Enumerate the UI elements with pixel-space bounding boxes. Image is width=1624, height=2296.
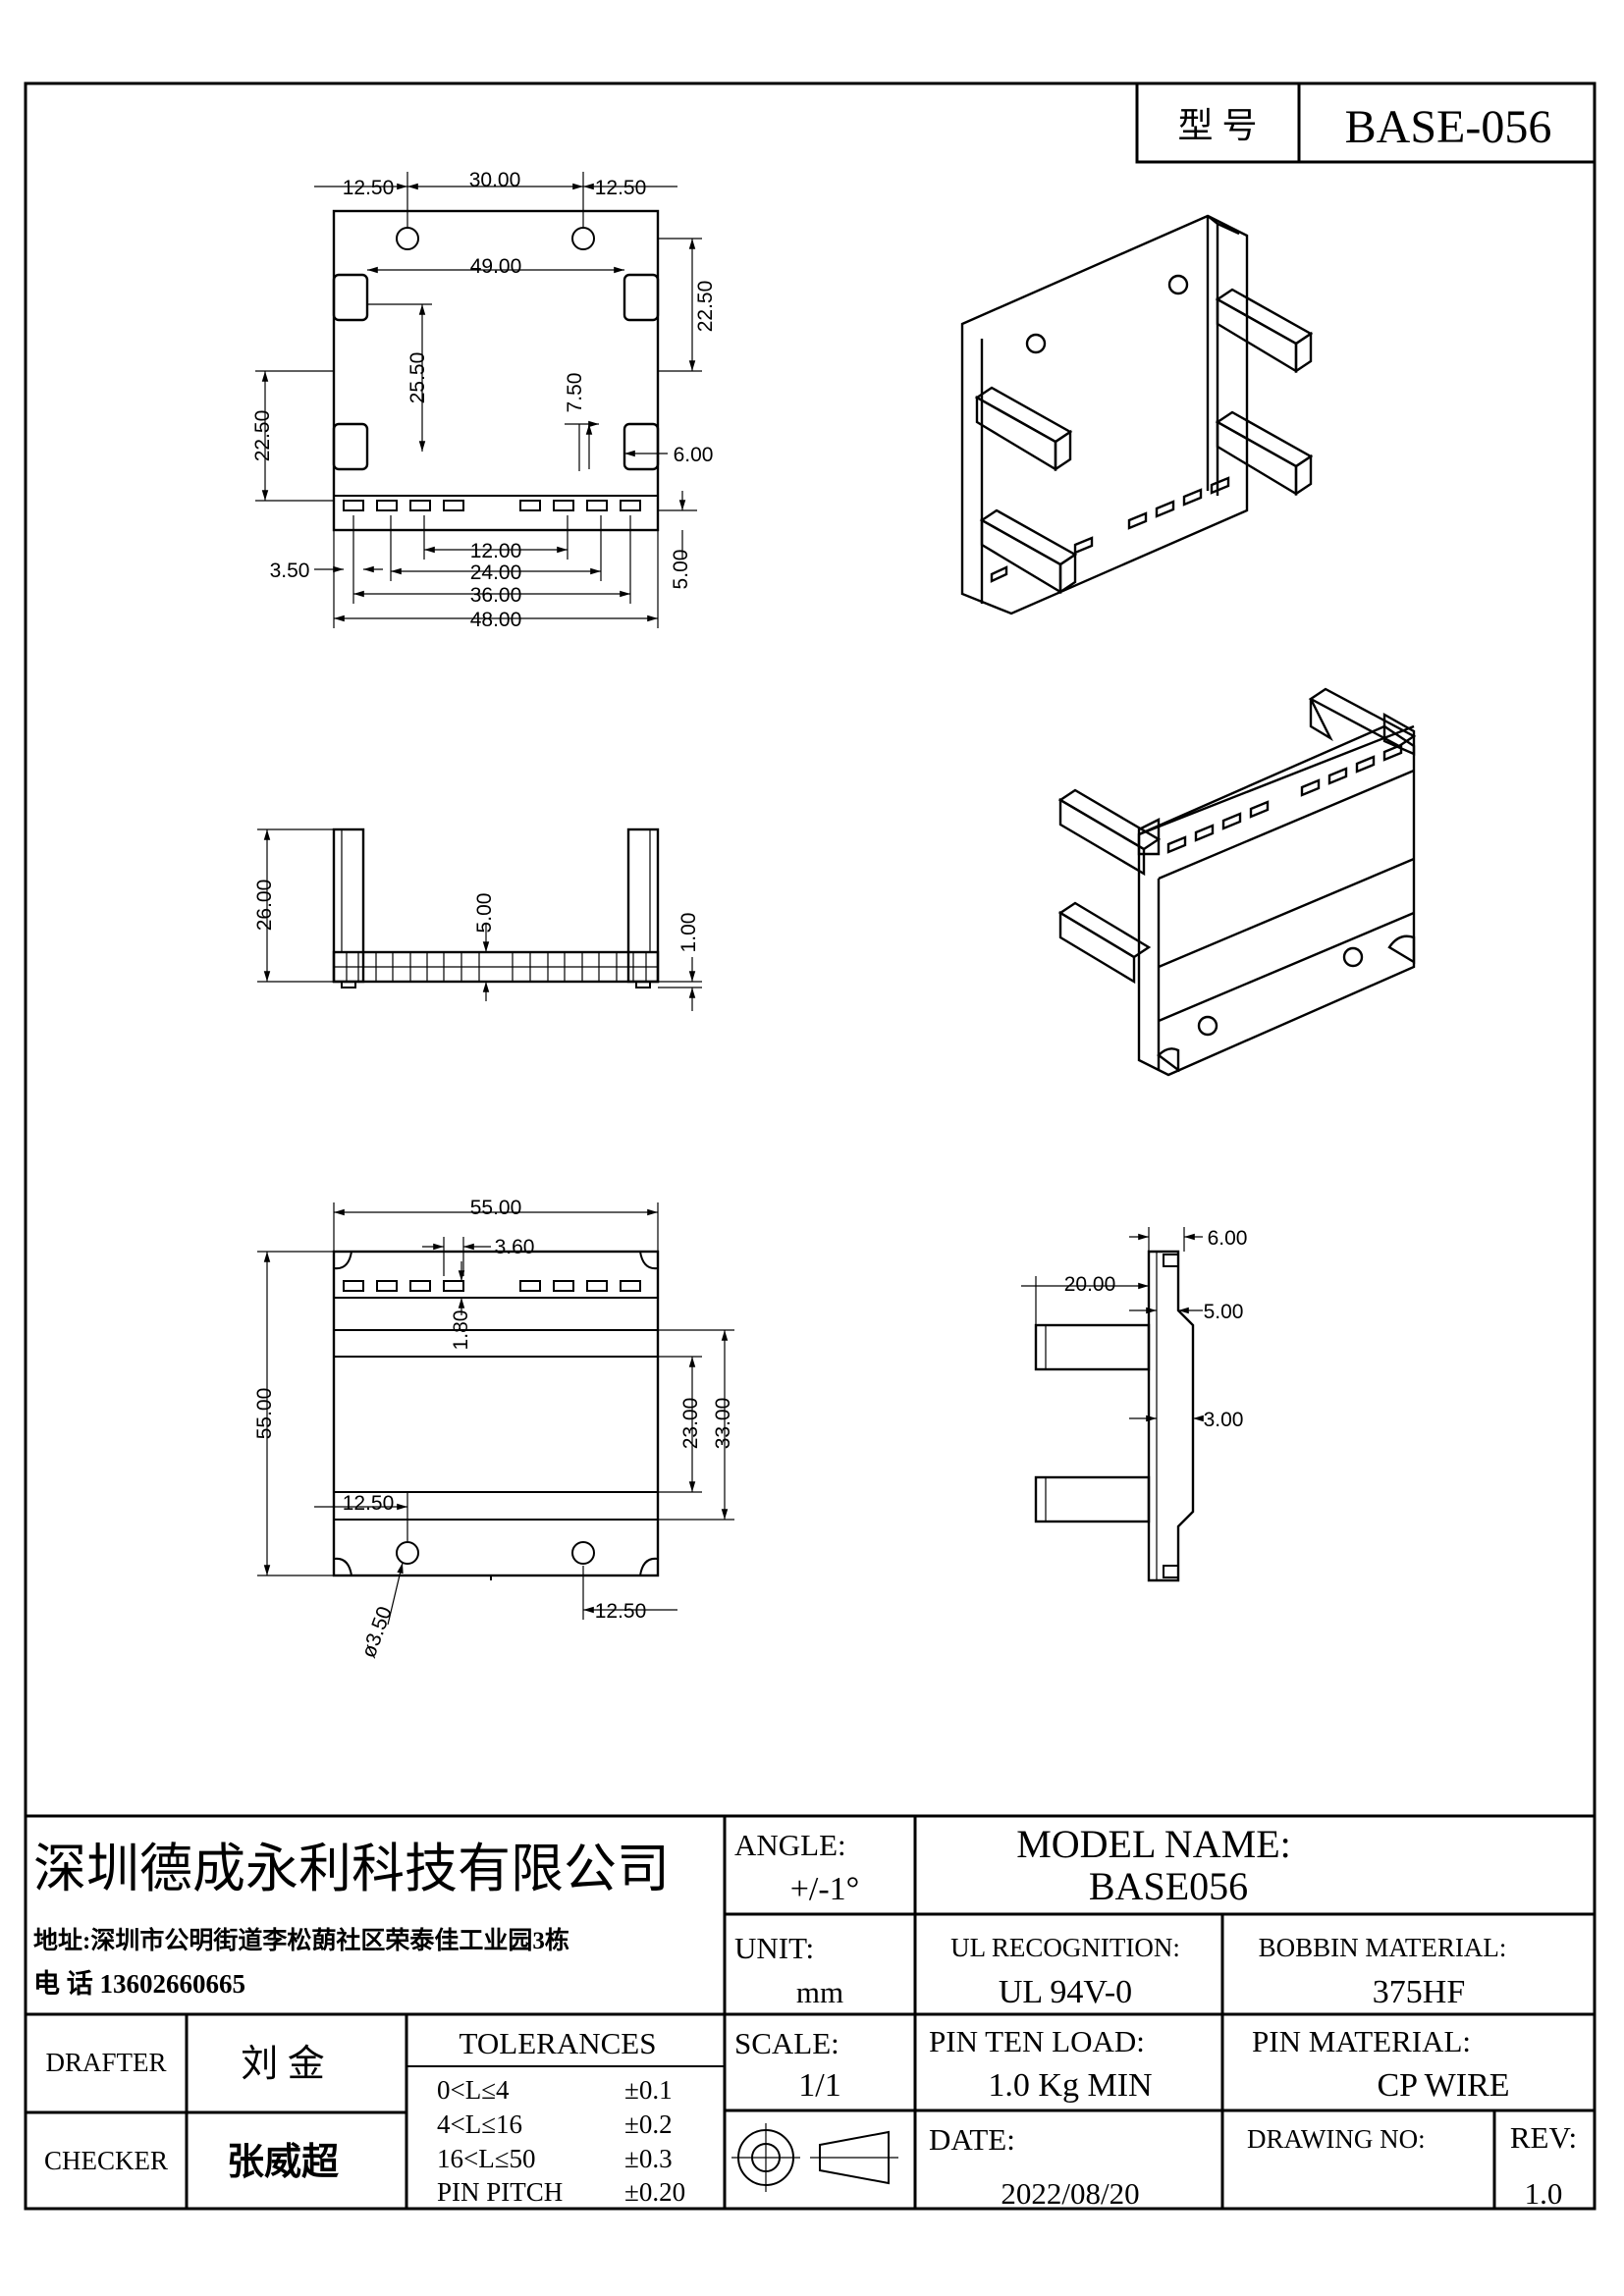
dim-bottom-4: 55.00 xyxy=(253,1388,276,1440)
dim-top-15: 5.00 xyxy=(670,550,692,590)
dim-bottom-3: 1.80 xyxy=(450,1310,472,1351)
company-address: 地址:深圳市公明街道李松蓢社区荣泰佳工业园3栋 xyxy=(33,1926,569,1954)
pin-load-value: 1.0 Kg MIN xyxy=(988,2067,1152,2104)
ul-value: UL 94V-0 xyxy=(999,1974,1132,2010)
dim-top-7: 22.50 xyxy=(251,410,274,462)
company-name: 深圳德成永利科技有限公司 xyxy=(33,1840,670,1898)
scale-label: SCALE: xyxy=(734,2026,839,2060)
dim-bottom-6: 33.00 xyxy=(712,1398,734,1450)
iso-view-1 xyxy=(960,214,1314,615)
dim-bottom-2: 3.60 xyxy=(495,1236,535,1258)
drawing-no-label: DRAWING NO: xyxy=(1247,2124,1426,2154)
rev-label: REV: xyxy=(1510,2120,1577,2155)
drafter-label: DRAFTER xyxy=(45,2048,166,2077)
date-label: DATE: xyxy=(929,2122,1015,2157)
dim-top-6: 25.50 xyxy=(406,352,429,404)
sheet-border xyxy=(24,81,1597,2211)
tolerances-label: TOLERANCES xyxy=(460,2026,657,2060)
tol-value-1: ±0.1 xyxy=(624,2075,673,2105)
dim-top-13: 48.00 xyxy=(470,609,522,631)
dim-top-3: 12.50 xyxy=(595,177,647,199)
projection-symbol xyxy=(731,2123,898,2192)
dim-bottom-9: 12.50 xyxy=(595,1600,647,1623)
top-view: 12.50 30.00 12.50 49.00 22.50 25.50 22.5… xyxy=(251,169,717,631)
dim-side-4: 3.00 xyxy=(1204,1409,1244,1431)
date-value: 2022/08/20 xyxy=(1001,2176,1139,2211)
dim-top-1: 12.50 xyxy=(343,177,395,199)
dim-bottom-8: ø3.50 xyxy=(357,1604,397,1661)
dim-top-9: 6.00 xyxy=(674,444,714,466)
dim-top-8: 7.50 xyxy=(564,373,586,413)
dim-top-14: 3.50 xyxy=(270,560,310,582)
dim-side-3: 5.00 xyxy=(1204,1301,1244,1323)
model-value: BASE-056 xyxy=(1345,101,1552,153)
iso-view-2 xyxy=(1057,687,1417,1077)
angle-label: ANGLE: xyxy=(734,1828,846,1862)
dim-bottom-5: 23.00 xyxy=(679,1398,702,1450)
tol-range-4: PIN PITCH xyxy=(437,2177,563,2207)
unit-label: UNIT: xyxy=(734,1931,814,1965)
dim-top-5: 22.50 xyxy=(694,281,717,333)
tol-value-3: ±0.3 xyxy=(624,2144,673,2173)
dim-side-1: 6.00 xyxy=(1208,1227,1248,1250)
bottom-view: 55.00 3.60 1.80 55.00 23.00 33.00 12.50 … xyxy=(253,1197,734,1661)
tol-range-2: 4<L≤16 xyxy=(437,2109,522,2139)
ul-label: UL RECOGNITION: xyxy=(950,1933,1180,1962)
checker-value: 张威超 xyxy=(227,2142,340,2183)
dim-front-3: 1.00 xyxy=(677,913,700,953)
dim-top-10: 12.00 xyxy=(470,540,522,562)
front-view: 26.00 5.00 1.00 xyxy=(253,828,702,1011)
model-name-label: MODEL NAME: xyxy=(1016,1822,1291,1866)
company-phone: 电 话 13602660665 xyxy=(33,1969,245,1999)
dim-top-2: 30.00 xyxy=(469,169,521,191)
dim-top-12: 36.00 xyxy=(470,584,522,607)
pin-material-value: CP WIRE xyxy=(1377,2067,1509,2104)
bobbin-material-value: 375HF xyxy=(1373,1974,1465,2010)
drafter-value: 刘 金 xyxy=(241,2044,325,2085)
scale-value: 1/1 xyxy=(798,2067,840,2104)
model-label: 型 号 xyxy=(1177,106,1257,145)
tol-value-4: ±0.20 xyxy=(624,2177,685,2207)
dim-bottom-7: 12.50 xyxy=(343,1492,395,1515)
tol-value-2: ±0.2 xyxy=(624,2109,673,2139)
pin-material-label: PIN MATERIAL: xyxy=(1252,2024,1471,2058)
pin-load-label: PIN TEN LOAD: xyxy=(929,2024,1145,2058)
dim-side-2: 20.00 xyxy=(1064,1273,1116,1296)
unit-value: mm xyxy=(796,1975,843,2009)
model-name-value: BASE056 xyxy=(1089,1864,1248,1908)
rev-value: 1.0 xyxy=(1525,2176,1563,2211)
dim-top-11: 24.00 xyxy=(470,561,522,584)
angle-value: +/-1° xyxy=(790,1871,860,1907)
model-box: 型 号 BASE-056 xyxy=(1135,81,1597,164)
dim-front-2: 5.00 xyxy=(473,893,496,934)
dim-front-1: 26.00 xyxy=(253,880,276,932)
checker-label: CHECKER xyxy=(44,2146,168,2175)
side-view: 6.00 20.00 5.00 3.00 xyxy=(1021,1227,1248,1582)
tol-range-3: 16<L≤50 xyxy=(437,2144,536,2173)
tol-range-1: 0<L≤4 xyxy=(437,2075,510,2105)
bobbin-material-label: BOBBIN MATERIAL: xyxy=(1259,1933,1507,1962)
dim-bottom-1: 55.00 xyxy=(470,1197,522,1219)
title-block: 深圳德成永利科技有限公司 地址:深圳市公明街道李松蓢社区荣泰佳工业园3栋 电 话… xyxy=(26,1814,1595,2211)
dim-top-4: 49.00 xyxy=(470,255,522,278)
